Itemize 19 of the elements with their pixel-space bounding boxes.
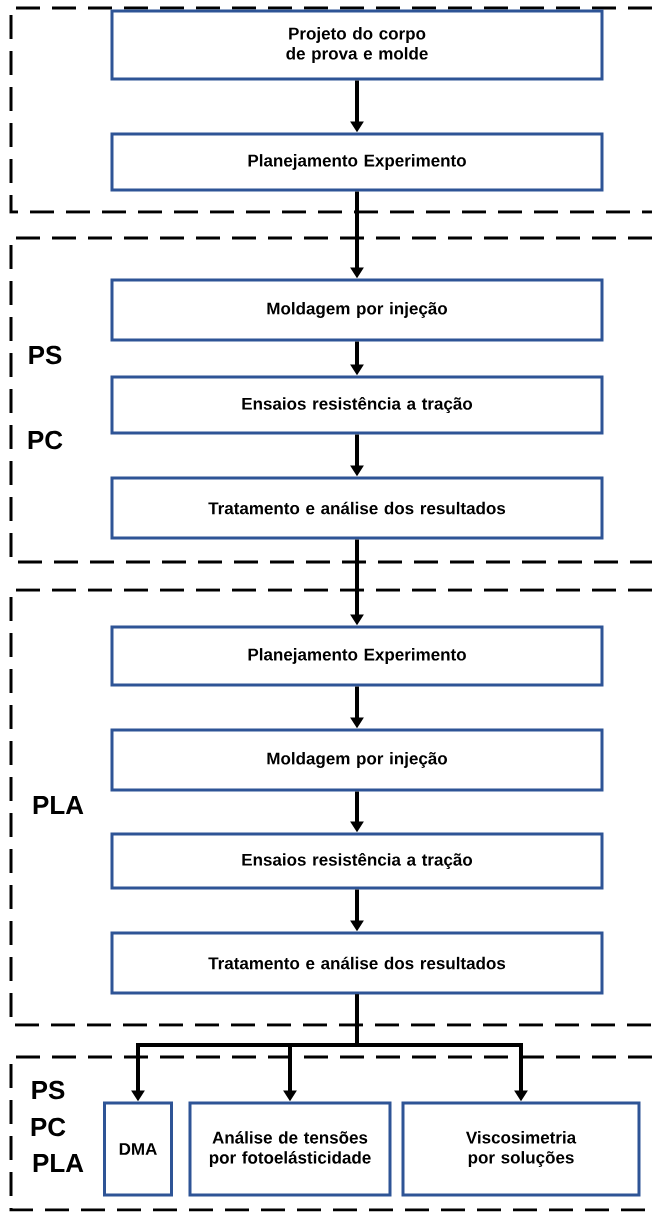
- material-label: PS: [32, 1080, 65, 1100]
- process-box: Planejamento Experimento: [110, 132, 604, 192]
- process-box: Ensaios resistência a tração: [110, 375, 604, 435]
- process-box: DMA: [103, 1101, 173, 1197]
- dashed-frame: [9, 6, 652, 214]
- material-label: PC: [28, 430, 63, 450]
- material-label: PLA: [33, 1154, 84, 1172]
- material-label: PC: [31, 1117, 66, 1137]
- process-box: Análise de tensões por fotoelásticidade: [188, 1101, 392, 1197]
- process-box: Planejamento Experimento: [110, 625, 604, 687]
- material-label: PS: [29, 345, 62, 365]
- process-box: Moldagem por injeção: [110, 728, 604, 792]
- process-box: Moldagem por injeção: [110, 278, 604, 342]
- process-box: Tratamento e análise dos resultados: [110, 931, 604, 995]
- process-box: Tratamento e análise dos resultados: [110, 476, 604, 540]
- process-box: Ensaios resistência a tração: [110, 832, 604, 890]
- process-box: Viscosimetria por soluções: [401, 1101, 641, 1197]
- process-box: Projeto do corpo de prova e molde: [110, 9, 604, 81]
- material-label: PLA: [33, 796, 84, 814]
